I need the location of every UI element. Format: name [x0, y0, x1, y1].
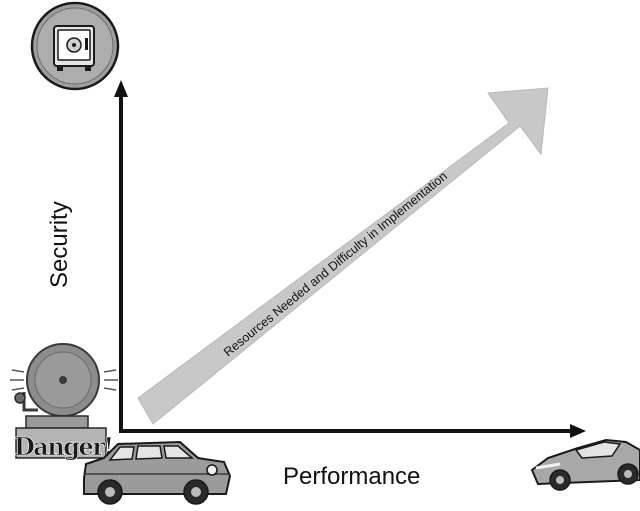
sedan-window-mid	[135, 445, 163, 460]
safe-leg-right	[85, 66, 91, 71]
x-axis-label: Performance	[283, 463, 420, 490]
bell-base	[25, 415, 89, 429]
sedan-window-front	[163, 445, 195, 459]
sports-car-windshield	[574, 441, 622, 459]
sedan-window-rear	[108, 446, 135, 461]
sedan-headlight	[206, 464, 218, 476]
sedan-hub-rear	[105, 487, 115, 497]
safe-handle	[85, 38, 88, 50]
arrow-label: Resources Needed and Difficulty in Imple…	[221, 169, 450, 359]
bell-bolt	[59, 376, 67, 384]
bell-striker	[14, 392, 26, 404]
y-axis: Security	[46, 80, 128, 431]
danger-sign-text: Danger!	[14, 432, 114, 461]
resources-arrow: Resources Needed and Difficulty in Imple…	[137, 87, 549, 425]
diagonal-arrow-shape	[137, 87, 549, 425]
alarm-bell-icon: Danger!	[10, 343, 118, 461]
safe-icon	[30, 1, 120, 91]
safe-leg-left	[57, 66, 63, 71]
sports-car-hub-rear	[624, 470, 632, 478]
sedan-hub-front	[191, 487, 201, 497]
y-axis-arrowhead	[114, 80, 128, 97]
bell-vibration-lines	[10, 369, 118, 391]
sports-car-headlight	[535, 462, 561, 470]
danger-sign-plate	[15, 427, 107, 459]
safe-dial-center	[72, 43, 76, 47]
x-axis: Performance	[119, 424, 586, 490]
sports-car-icon	[530, 438, 640, 491]
y-axis-label: Security	[46, 201, 73, 288]
sports-car-hub-front	[556, 476, 564, 484]
old-sedan-icon	[83, 440, 232, 505]
x-axis-arrowhead	[570, 424, 586, 438]
